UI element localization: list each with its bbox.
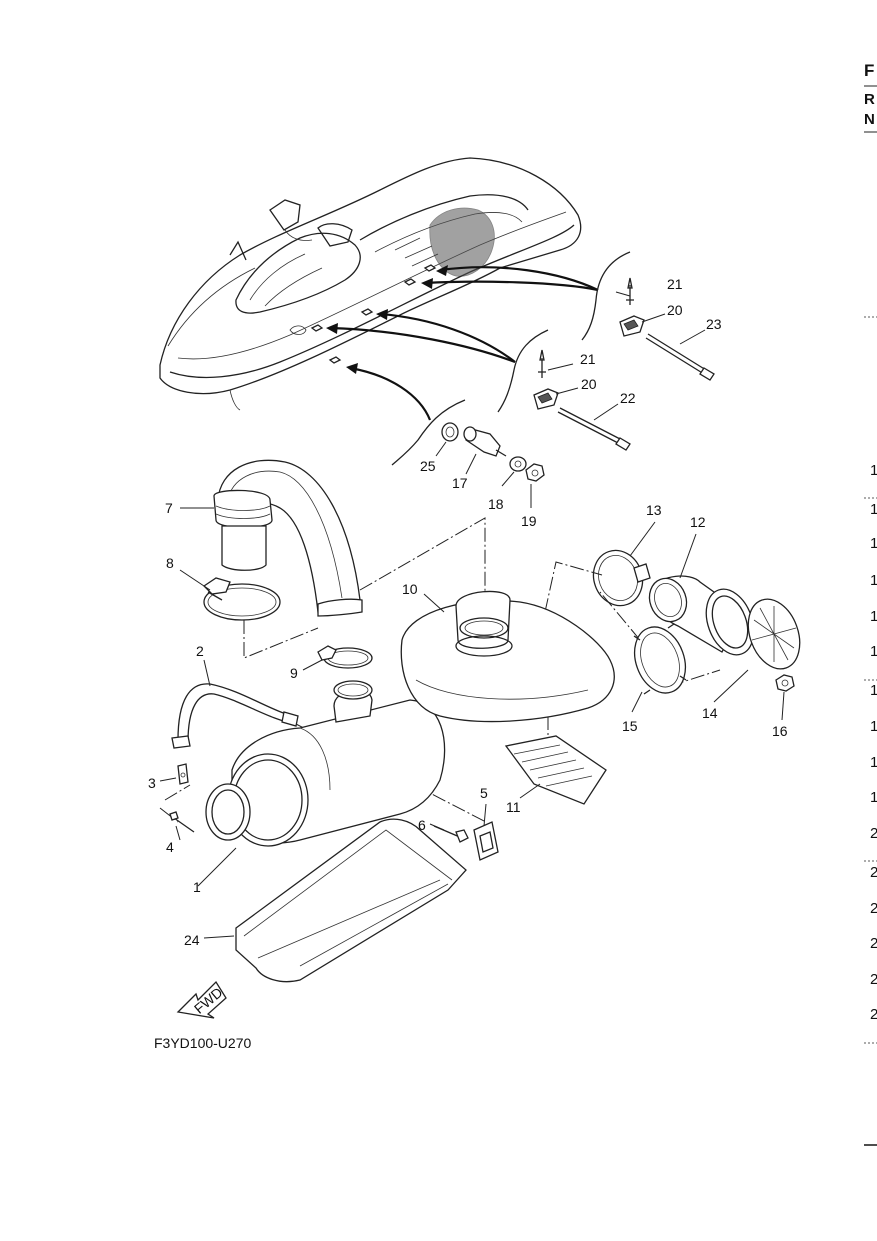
right-header-1: R (864, 91, 875, 108)
part-label-7: 7 (165, 500, 173, 516)
watercraft-hull-illustration (159, 157, 582, 411)
right-item-5: 1 (870, 643, 877, 660)
part-number-labels: 1 2 3 4 5 6 7 8 9 10 11 12 13 14 15 16 1… (148, 276, 788, 948)
cover-24[interactable] (235, 818, 467, 983)
right-item-0: 1 (870, 462, 877, 479)
right-header-2: N (864, 111, 875, 128)
right-edge-clipped-column: F R N 1 1 1 1 1 1 1 1 1 1 2 2 2 2 2 2 (864, 61, 877, 1146)
cover-plate-14[interactable] (739, 592, 809, 676)
exhaust-pipe-7[interactable] (213, 459, 363, 617)
hose-clamp-9[interactable] (317, 645, 373, 669)
muffler-1[interactable] (205, 680, 446, 847)
part-label-17: 17 (452, 475, 468, 491)
band-2[interactable] (171, 683, 299, 749)
part-label-13: 13 (646, 502, 662, 518)
right-item-12: 2 (870, 900, 877, 917)
right-item-3: 1 (870, 572, 877, 589)
right-item-10: 2 (870, 825, 877, 842)
washer-18[interactable] (509, 456, 527, 472)
part-label-25: 25 (420, 458, 436, 474)
nut-19[interactable] (525, 463, 545, 482)
right-item-6: 1 (870, 682, 877, 699)
label-leader-lines (159, 291, 785, 939)
gasket-5[interactable] (473, 821, 499, 861)
part-label-16: 16 (772, 723, 788, 739)
right-item-4: 1 (870, 608, 877, 625)
right-item-13: 2 (870, 935, 877, 952)
part-label-20-lower: 20 (581, 376, 597, 392)
part-label-2: 2 (196, 643, 204, 659)
part-label-1: 1 (193, 879, 201, 895)
cable-tie-22[interactable] (557, 407, 631, 451)
part-label-18: 18 (488, 496, 504, 512)
rivet-21-upper[interactable] (626, 277, 634, 305)
hose-clamp-8[interactable] (202, 577, 281, 621)
part-label-4: 4 (166, 839, 174, 855)
part-label-19: 19 (521, 513, 537, 529)
right-item-9: 1 (870, 789, 877, 806)
part-label-10: 10 (402, 581, 418, 597)
right-item-8: 1 (870, 754, 877, 771)
flange-15[interactable] (626, 620, 694, 700)
clip-20-upper[interactable] (619, 315, 645, 337)
cable-tie-23[interactable] (645, 333, 715, 381)
diagram-code: F3YD100-U270 (154, 1035, 251, 1051)
right-item-15: 2 (870, 1006, 877, 1023)
right-item-14: 2 (870, 971, 877, 988)
nut-16[interactable] (775, 674, 795, 692)
part-label-12: 12 (690, 514, 706, 530)
right-item-11: 2 (870, 864, 877, 881)
part-label-21-lower: 21 (580, 351, 596, 367)
mat-11[interactable] (504, 735, 607, 805)
part-label-22: 22 (620, 390, 636, 406)
part-label-5: 5 (480, 785, 488, 801)
right-item-7: 1 (870, 718, 877, 735)
part-label-23: 23 (706, 316, 722, 332)
part-label-11: 11 (506, 799, 521, 815)
part-label-21-upper: 21 (667, 276, 683, 292)
part-label-24: 24 (184, 932, 200, 948)
water-lock-10[interactable] (400, 590, 615, 723)
part-label-3: 3 (148, 775, 156, 791)
forward-direction-arrow: FWD (176, 980, 227, 1019)
rivet-21-lower[interactable] (538, 349, 546, 378)
bolt-4[interactable] (169, 811, 195, 833)
mounting-arrows (326, 251, 631, 466)
clip-20-lower[interactable] (533, 388, 559, 410)
hose-joint-17[interactable] (463, 426, 507, 457)
part-label-9: 9 (290, 665, 298, 681)
right-item-1: 1 (870, 501, 877, 518)
right-header-0: F (864, 61, 874, 80)
part-label-14: 14 (702, 705, 718, 721)
part-label-6: 6 (418, 817, 426, 833)
bracket-3[interactable] (177, 763, 189, 785)
fitting-25[interactable] (441, 422, 459, 442)
part-label-8: 8 (166, 555, 174, 571)
part-label-15: 15 (622, 718, 638, 734)
right-item-2: 1 (870, 535, 877, 552)
part-label-20-upper: 20 (667, 302, 683, 318)
hose-clamp-13[interactable] (586, 543, 651, 612)
